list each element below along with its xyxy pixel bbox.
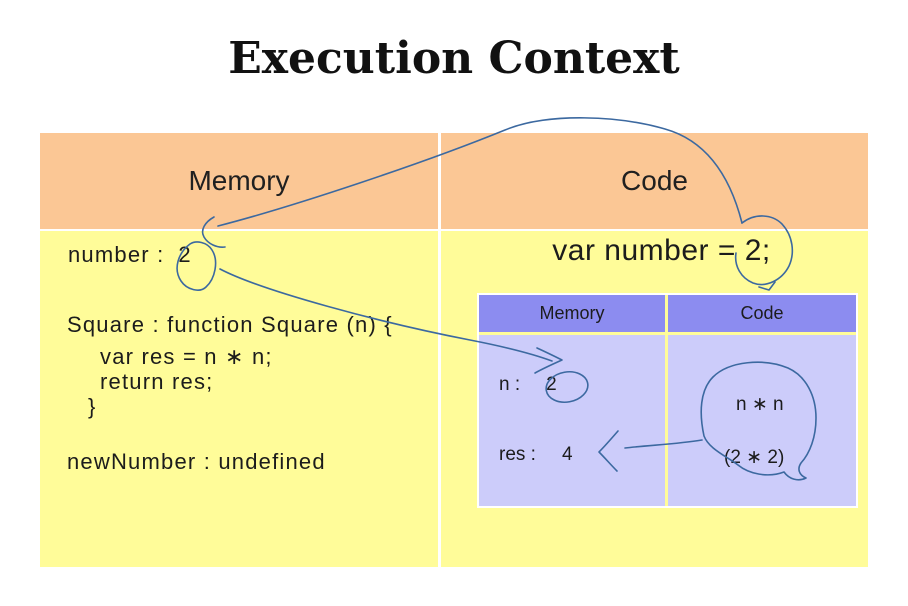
inner-entry-n-value: 2	[546, 374, 557, 395]
memory-entry-square-line2: var res = n ∗ n;	[100, 344, 273, 369]
inner-memory-header-label: Memory	[539, 303, 605, 323]
inner-code-header-cell: Code	[668, 295, 856, 332]
page-title: Execution Context	[228, 33, 680, 84]
inner-memory-header-cell: Memory	[479, 295, 665, 332]
memory-entry-square-line1: Square : function Square (n) {	[67, 312, 393, 337]
outer-memory-header-cell: Memory	[40, 133, 438, 229]
inner-code-expression: n ∗ n	[736, 394, 784, 415]
inner-entry-res-label: res :	[499, 444, 536, 465]
inner-entry-res: res : 4	[499, 444, 573, 466]
memory-entry-number: number : 2	[68, 242, 192, 268]
inner-execution-context-table: Memory Code n : 2 res : 4 n ∗ n (2 ∗ 2)	[477, 293, 858, 508]
inner-entry-n-label: n :	[499, 374, 521, 395]
inner-entry-n: n : 2	[499, 374, 557, 396]
outer-code-body-cell: var number = 2; Memory Code n : 2 res : 4 …	[441, 231, 868, 567]
outer-memory-body-cell: number : 2 Square : function Square (n) {…	[40, 231, 438, 567]
memory-entry-number-label: number :	[68, 242, 165, 267]
outer-code-header-label: Code	[621, 165, 688, 196]
outer-code-header-cell: Code	[441, 133, 868, 229]
inner-code-substitution: (2 ∗ 2)	[724, 447, 785, 468]
inner-memory-body-cell: n : 2 res : 4	[479, 335, 665, 506]
memory-entry-square-line3: return res;	[100, 369, 214, 394]
outer-memory-header-label: Memory	[188, 165, 290, 196]
inner-code-header-label: Code	[740, 303, 784, 323]
memory-entry-newnumber: newNumber : undefined	[67, 449, 326, 474]
memory-entry-square-line4: }	[88, 394, 97, 419]
inner-entry-res-value: 4	[561, 444, 573, 465]
memory-entry-number-value: 2	[178, 242, 192, 267]
code-statement: var number = 2;	[552, 234, 771, 267]
inner-code-body-cell: n ∗ n (2 ∗ 2)	[668, 335, 856, 506]
